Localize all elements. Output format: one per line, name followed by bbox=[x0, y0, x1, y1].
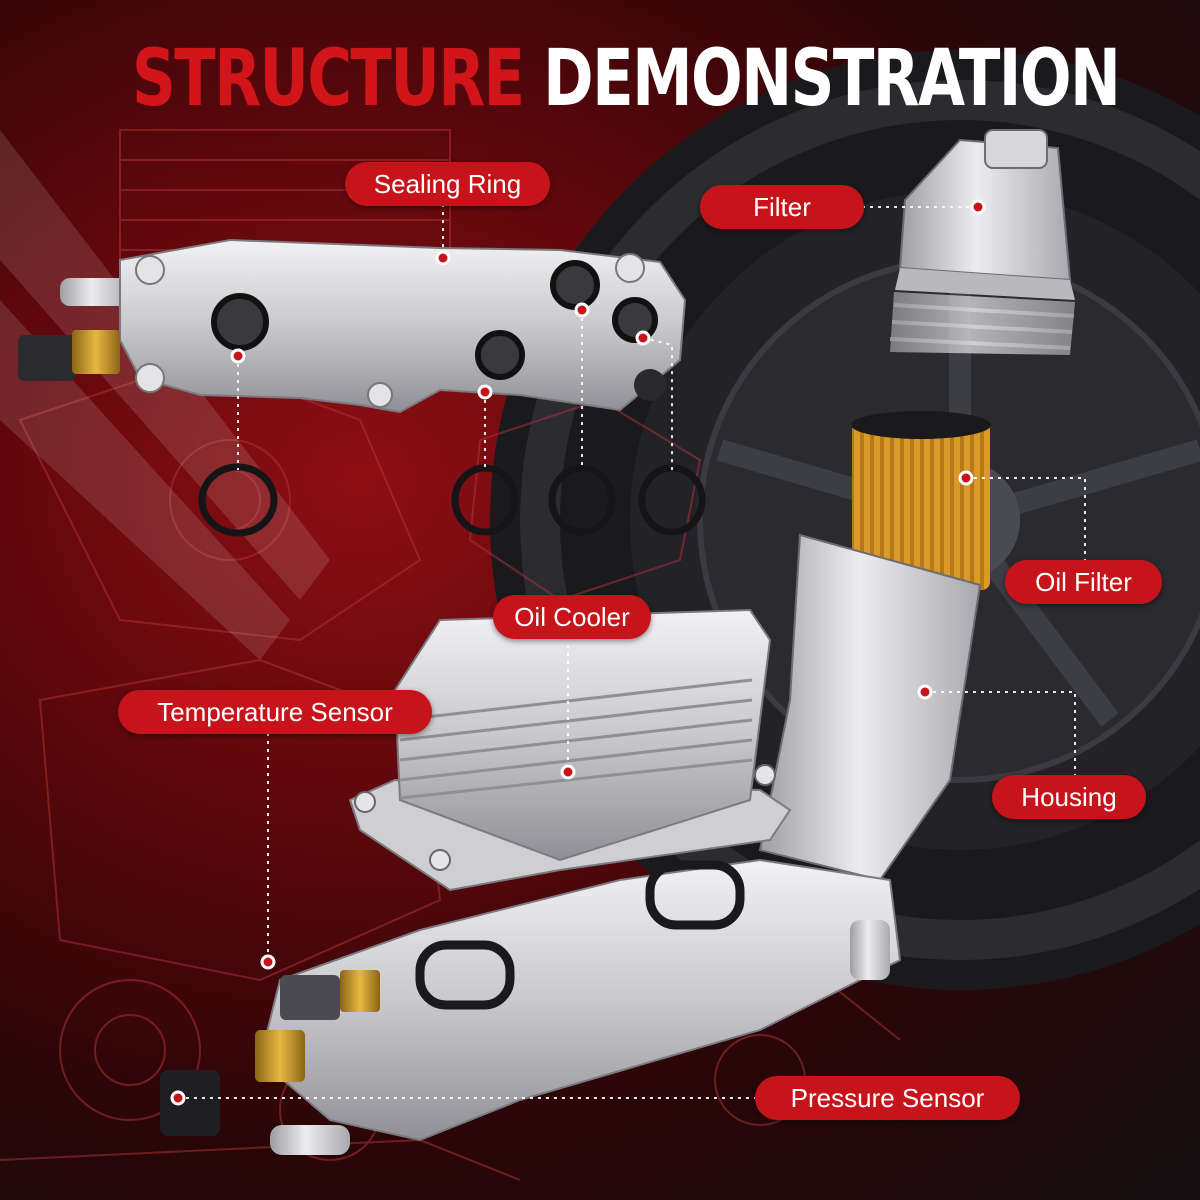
label-temperature-sensor: Temperature Sensor bbox=[118, 690, 432, 734]
title-part-structure: STRUCTURE bbox=[132, 34, 525, 124]
page-title: STRUCTURE DEMONSTRATION bbox=[132, 40, 1121, 118]
label-sealing-ring: Sealing Ring bbox=[345, 162, 550, 206]
callout-leader-lines bbox=[178, 204, 1086, 1099]
oil-filter-element bbox=[851, 411, 991, 590]
upper-housing-part bbox=[18, 238, 687, 414]
oil-cooler-part bbox=[348, 608, 792, 892]
label-oil-filter: Oil Filter bbox=[1005, 560, 1162, 604]
title-part-demonstration: DEMONSTRATION bbox=[543, 34, 1121, 124]
sealing-rings-set bbox=[198, 463, 706, 537]
housing-tube-part bbox=[758, 533, 982, 882]
label-housing: Housing bbox=[992, 775, 1146, 819]
callout-markers bbox=[170, 199, 986, 1106]
label-oil-cooler: Oil Cooler bbox=[493, 595, 651, 639]
label-filter: Filter bbox=[700, 185, 864, 229]
lower-housing-part bbox=[160, 858, 902, 1155]
label-pressure-sensor: Pressure Sensor bbox=[755, 1076, 1020, 1120]
filter-cap-part bbox=[889, 129, 1075, 355]
